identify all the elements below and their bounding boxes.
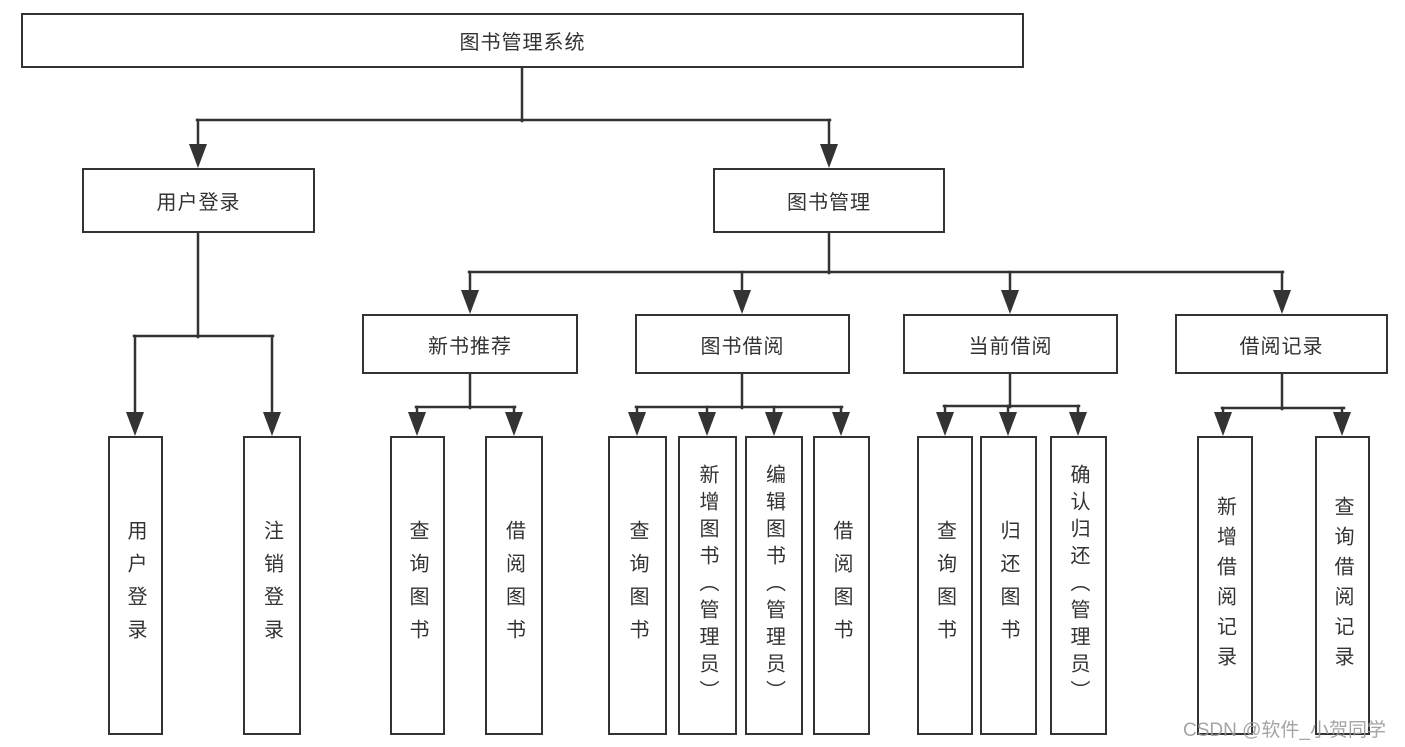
node-current-borrow: 当前借阅 [903, 314, 1118, 374]
leaf-borrow-books: 借阅图书 [813, 436, 870, 735]
leaf-query-books-current: 查询图书 [917, 436, 973, 735]
leaf-confirm-return-admin: 确认归还（管理员） [1050, 436, 1107, 735]
leaf-edit-books-admin: 编辑图书（管理员） [745, 436, 803, 735]
book-borrow-connectors [628, 372, 850, 436]
leaf-user-login: 用户登录 [108, 436, 163, 735]
leaf-query-books-borrow: 查询图书 [608, 436, 667, 735]
user-login-connectors [126, 231, 281, 436]
node-book-borrow: 图书借阅 [635, 314, 850, 374]
current-borrow-connectors [936, 372, 1087, 436]
leaf-borrow-books-recommend: 借阅图书 [485, 436, 543, 735]
node-root-system: 图书管理系统 [21, 13, 1024, 68]
borrow-record-connectors [1214, 372, 1351, 436]
root-connectors [189, 66, 838, 168]
new-book-connectors [408, 372, 523, 436]
node-user-login: 用户登录 [82, 168, 315, 233]
node-new-book-recommend: 新书推荐 [362, 314, 578, 374]
csdn-watermark: CSDN @软件_小贺同学 [1183, 720, 1386, 741]
leaf-query-books-recommend: 查询图书 [390, 436, 445, 735]
node-borrow-records: 借阅记录 [1175, 314, 1388, 374]
node-book-management: 图书管理 [713, 168, 945, 233]
leaf-query-borrow-record: 查询借阅记录 [1315, 436, 1370, 735]
leaf-return-books: 归还图书 [980, 436, 1037, 735]
leaf-add-books-admin: 新增图书（管理员） [678, 436, 737, 735]
book-mgmt-connectors [461, 231, 1291, 314]
leaf-logout: 注销登录 [243, 436, 301, 735]
leaf-add-borrow-record: 新增借阅记录 [1197, 436, 1253, 735]
